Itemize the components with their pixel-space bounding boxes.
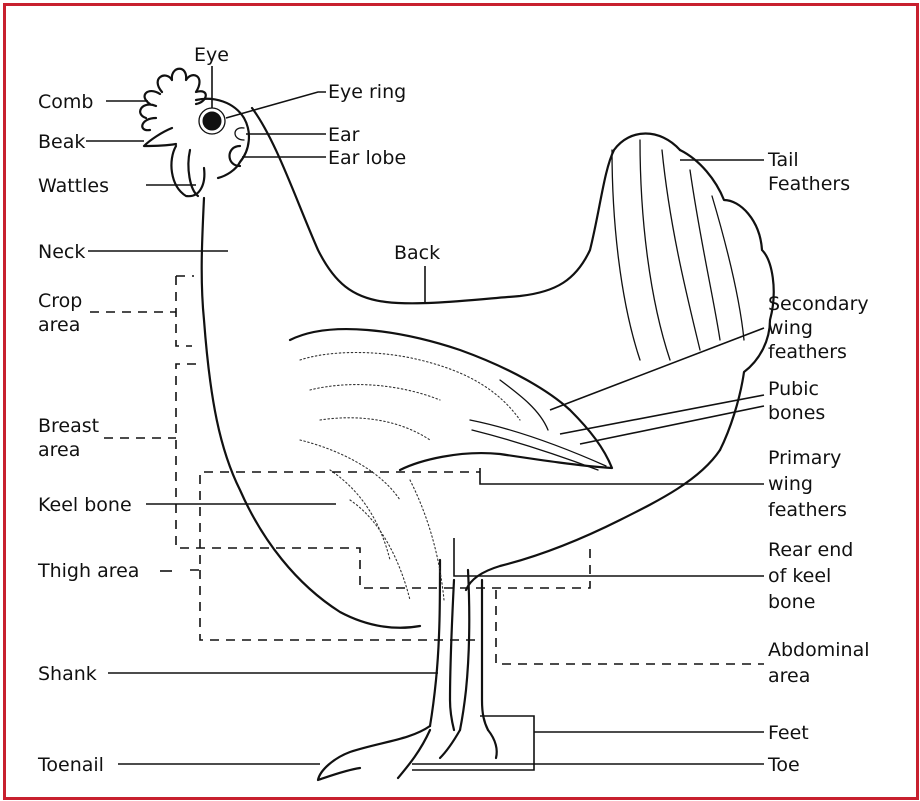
label-feet: Feet (768, 722, 809, 744)
label-tail-line-1: Tail (767, 149, 799, 171)
chicken-neck-front (202, 198, 420, 628)
chicken-foot-left (318, 726, 430, 780)
label-neck: Neck (38, 241, 85, 263)
label-abdominal-line-2: area (768, 665, 810, 687)
label-breast-line-2: area (38, 439, 80, 461)
label-eye: Eye (194, 44, 229, 66)
label-rear-keel-line-1: Rear end (768, 539, 853, 561)
chicken-neck-back (252, 108, 680, 303)
label-abdominal-line-1: Abdominal (768, 639, 870, 661)
label-beak: Beak (38, 131, 85, 153)
label-crop-line-2: area (38, 314, 80, 336)
label-rear-keel-line-3: bone (768, 591, 815, 613)
label-pubic-line-2: bones (768, 402, 825, 424)
label-comb: Comb (38, 91, 93, 113)
label-wattles: Wattles (38, 175, 109, 197)
chicken-eye (203, 112, 221, 130)
label-toenail: Toenail (37, 754, 104, 776)
label-ear-lobe: Ear lobe (328, 147, 406, 169)
label-toe: Toe (767, 754, 800, 776)
label-secondary-line-1: Secondary (768, 293, 869, 315)
label-primary-line-3: feathers (768, 499, 847, 521)
label-primary-line-1: Primary (768, 447, 841, 469)
label-thigh-area: Thigh area (37, 560, 139, 582)
chicken-leg-right (460, 570, 488, 730)
label-secondary-line-2: wing (768, 317, 813, 339)
chicken-ear (235, 128, 244, 140)
label-back: Back (394, 242, 440, 264)
label-shank: Shank (38, 663, 97, 685)
chicken-leg-left (430, 560, 454, 730)
label-keel-bone: Keel bone (38, 494, 132, 516)
label-rear-keel-line-2: of keel (768, 565, 831, 587)
label-breast-line-1: Breast (38, 415, 99, 437)
label-eye-ring: Eye ring (328, 81, 406, 103)
chicken-rear (466, 450, 720, 590)
chicken-foot-right (440, 730, 497, 758)
label-primary-line-2: wing (768, 473, 813, 495)
label-pubic-line-1: Pubic (768, 378, 819, 400)
label-secondary-line-3: feathers (768, 341, 847, 363)
label-ear: Ear (328, 124, 360, 146)
label-tail-line-2: Feathers (768, 173, 850, 195)
chicken-wattles (171, 146, 204, 196)
label-crop-line-1: Crop (38, 290, 82, 312)
